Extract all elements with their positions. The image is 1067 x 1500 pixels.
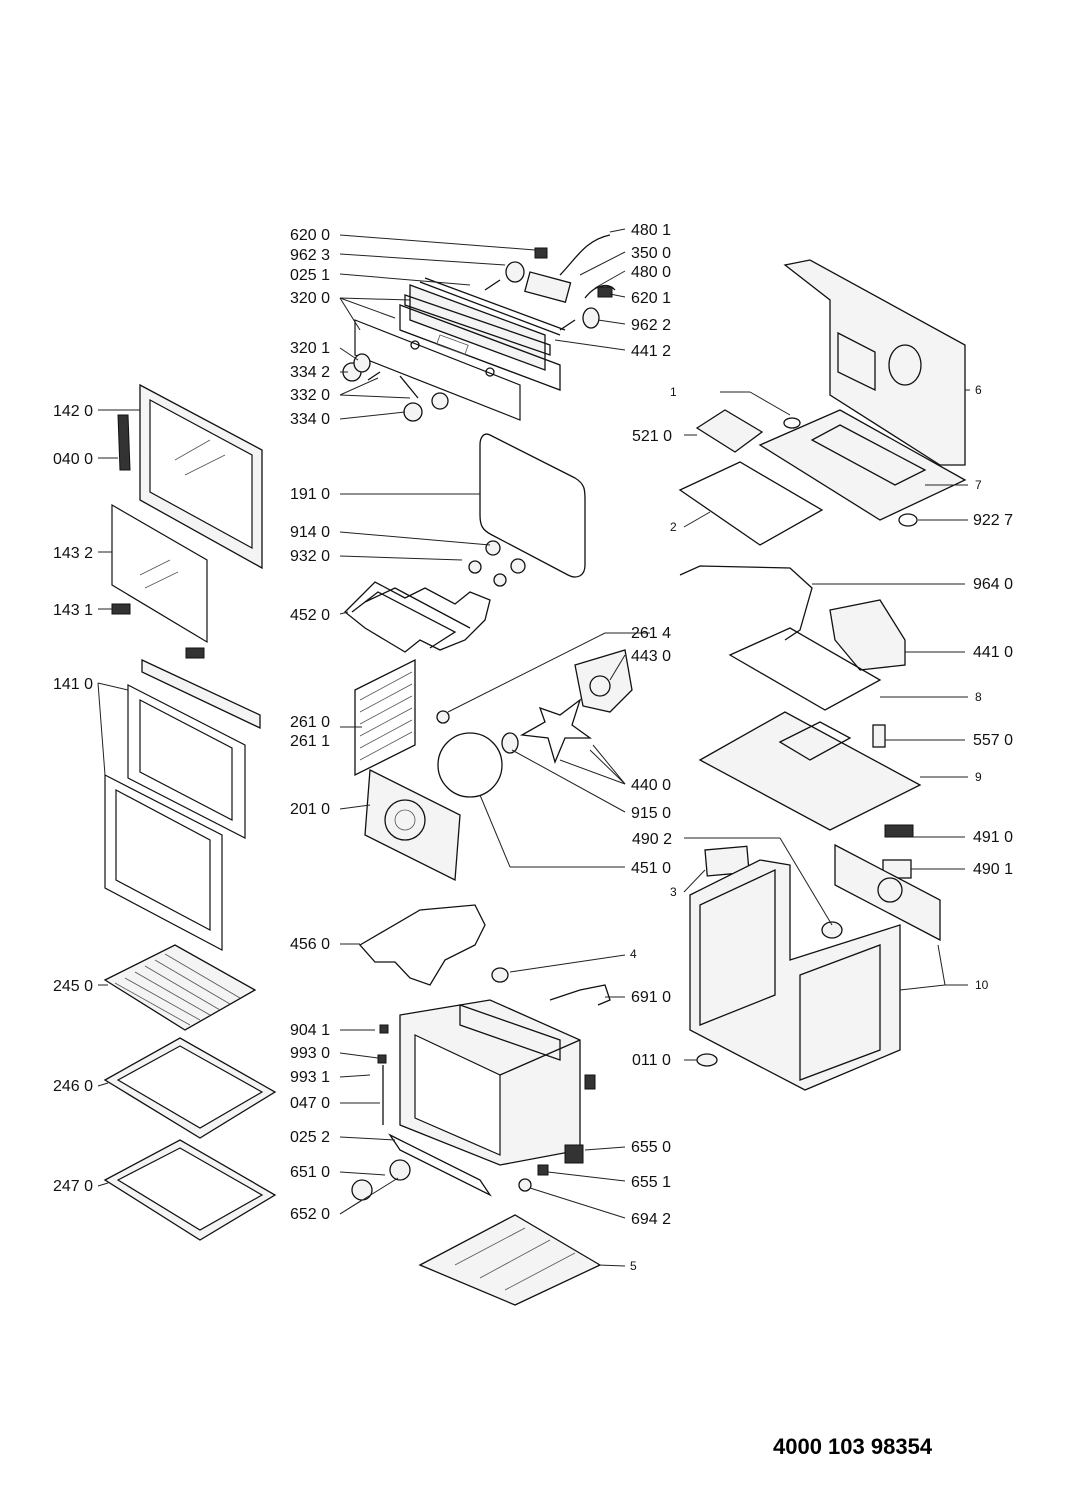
label-2: 2 bbox=[670, 520, 677, 534]
label-350-0: 350 0 bbox=[631, 245, 671, 262]
control-panel-assembly bbox=[342, 234, 616, 422]
part-labels: 620 0 962 3 025 1 320 0 320 1 334 2 332 … bbox=[53, 222, 1013, 1273]
label-962-2: 962 2 bbox=[631, 317, 671, 334]
label-451-0: 451 0 bbox=[631, 860, 671, 877]
label-914-0: 914 0 bbox=[290, 524, 330, 541]
label-655-0: 655 0 bbox=[631, 1139, 671, 1156]
racks-and-trays bbox=[103, 944, 277, 1241]
label-1: 1 bbox=[670, 385, 677, 399]
label-557-0: 557 0 bbox=[973, 732, 1013, 749]
label-962-3: 962 3 bbox=[290, 247, 330, 264]
label-993-0: 993 0 bbox=[290, 1045, 330, 1062]
label-025-2: 025 2 bbox=[290, 1129, 330, 1146]
label-261-4: 261 4 bbox=[631, 625, 671, 642]
label-490-1: 490 1 bbox=[973, 861, 1013, 878]
label-142-0: 142 0 bbox=[53, 403, 93, 420]
label-440-0: 440 0 bbox=[631, 777, 671, 794]
label-620-1: 620 1 bbox=[631, 290, 671, 307]
label-7: 7 bbox=[975, 478, 982, 492]
label-6: 6 bbox=[975, 383, 982, 397]
label-246-0: 246 0 bbox=[53, 1078, 93, 1095]
door-assembly bbox=[104, 383, 263, 951]
lower-element-and-cavity bbox=[351, 904, 611, 1306]
label-141-0: 141 0 bbox=[53, 676, 93, 693]
document-number: 4000 103 98354 bbox=[773, 1434, 933, 1459]
label-245-0: 245 0 bbox=[53, 978, 93, 995]
label-334-2: 334 2 bbox=[290, 364, 330, 381]
label-490-2: 490 2 bbox=[632, 831, 672, 848]
label-655-1: 655 1 bbox=[631, 1174, 671, 1191]
label-521-0: 521 0 bbox=[632, 428, 672, 445]
label-047-0: 047 0 bbox=[290, 1095, 330, 1112]
label-441-2: 441 2 bbox=[631, 343, 671, 360]
label-10: 10 bbox=[975, 978, 989, 992]
label-491-0: 491 0 bbox=[973, 829, 1013, 846]
right-assembly bbox=[678, 259, 967, 1091]
label-480-1: 480 1 bbox=[631, 222, 671, 239]
label-191-0: 191 0 bbox=[290, 486, 330, 503]
label-932-0: 932 0 bbox=[290, 548, 330, 565]
label-025-1: 025 1 bbox=[290, 267, 330, 284]
label-456-0: 456 0 bbox=[290, 936, 330, 953]
label-480-0: 480 0 bbox=[631, 264, 671, 281]
label-443-0: 443 0 bbox=[631, 648, 671, 665]
shelf-supports-and-back bbox=[354, 649, 633, 882]
label-143-2: 143 2 bbox=[53, 545, 93, 562]
label-011-0: 011 0 bbox=[632, 1052, 671, 1069]
label-334-0: 334 0 bbox=[290, 411, 330, 428]
label-3: 3 bbox=[670, 885, 677, 899]
label-320-1: 320 1 bbox=[290, 340, 330, 357]
label-332-0: 332 0 bbox=[290, 387, 330, 404]
leader-lines bbox=[97, 228, 970, 1267]
label-691-0: 691 0 bbox=[631, 989, 671, 1006]
label-040-0: 040 0 bbox=[53, 451, 93, 468]
label-915-0: 915 0 bbox=[631, 805, 671, 822]
label-5: 5 bbox=[630, 1259, 637, 1273]
label-201-0: 201 0 bbox=[290, 801, 330, 818]
label-441-0: 441 0 bbox=[973, 644, 1013, 661]
label-9: 9 bbox=[975, 770, 982, 784]
label-620-0: 620 0 bbox=[290, 227, 330, 244]
label-452-0: 452 0 bbox=[290, 607, 330, 624]
label-651-0: 651 0 bbox=[290, 1164, 330, 1181]
label-261-1: 261 1 bbox=[290, 733, 330, 750]
label-4: 4 bbox=[630, 947, 637, 961]
label-993-1: 993 1 bbox=[290, 1069, 330, 1086]
gasket-and-grill bbox=[344, 433, 586, 653]
label-8: 8 bbox=[975, 690, 982, 704]
label-964-0: 964 0 bbox=[973, 576, 1013, 593]
label-694-2: 694 2 bbox=[631, 1211, 671, 1228]
label-922-7: 922 7 bbox=[973, 512, 1013, 529]
label-261-0: 261 0 bbox=[290, 714, 330, 731]
label-652-0: 652 0 bbox=[290, 1206, 330, 1223]
label-143-1: 143 1 bbox=[53, 602, 93, 619]
label-247-0: 247 0 bbox=[53, 1178, 93, 1195]
label-320-0: 320 0 bbox=[290, 290, 330, 307]
label-904-1: 904 1 bbox=[290, 1022, 330, 1039]
